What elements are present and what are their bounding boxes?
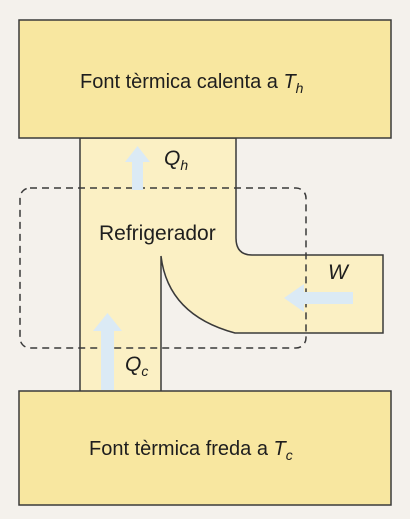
heat-in-label: Qc: [125, 353, 148, 379]
hot-reservoir-box: [18, 19, 392, 139]
device-label: Refrigerador: [99, 222, 216, 245]
cold-reservoir-label: Font tèrmica freda a Tc: [89, 438, 293, 463]
cold-reservoir-text: Font tèrmica freda a: [89, 438, 274, 460]
system-boundary: [19, 187, 307, 349]
refrigerator-channel: [79, 137, 384, 393]
cold-reservoir-symbol: T: [273, 438, 286, 460]
heat-out-label: Qh: [164, 147, 188, 173]
work-arrow: [284, 284, 353, 312]
hot-reservoir-subscript: h: [295, 80, 304, 96]
heat-out-subscript: h: [180, 157, 189, 173]
heat-in-symbol: Q: [125, 353, 142, 376]
heat-in-subscript: c: [141, 363, 149, 379]
hot-reservoir-symbol: T: [283, 71, 296, 93]
cold-reservoir-subscript: c: [285, 447, 293, 463]
heat-out-symbol: Q: [164, 147, 181, 170]
work-label: W: [328, 261, 348, 284]
hot-reservoir-text: Font tèrmica calenta a: [80, 71, 284, 93]
hot-reservoir-label: Font tèrmica calenta a Th: [80, 71, 303, 96]
heat-in-arrow: [93, 313, 122, 390]
heat-out-arrow: [125, 146, 150, 190]
cold-reservoir-box: [18, 390, 392, 506]
